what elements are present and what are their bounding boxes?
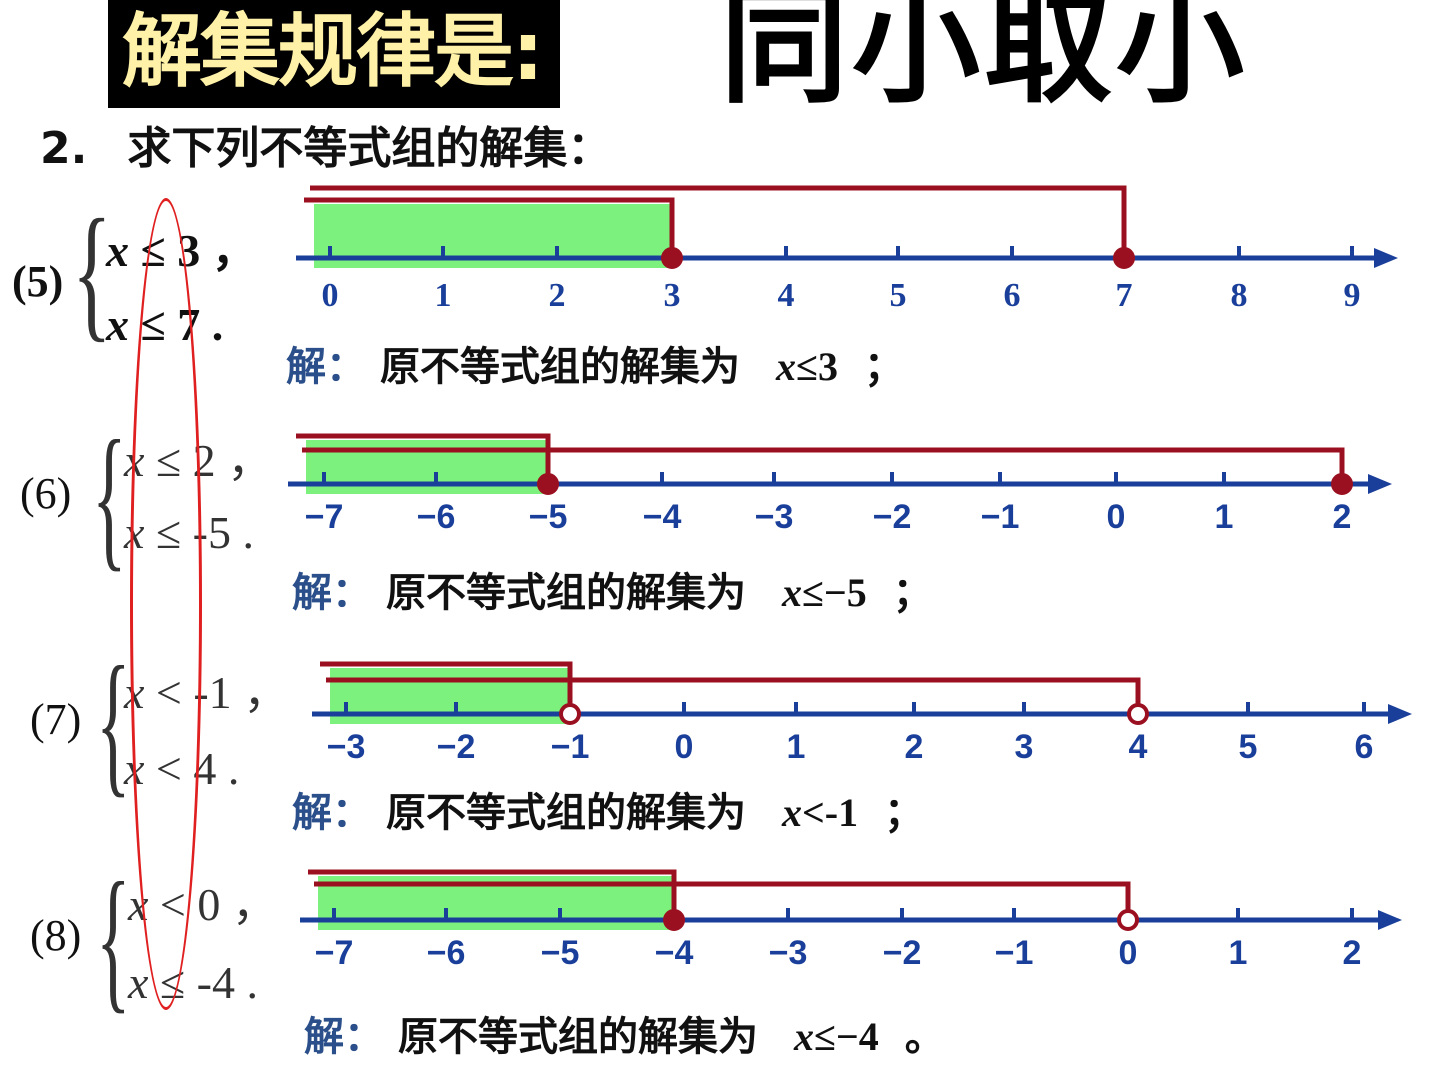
rule-text: 同小取小 <box>720 0 1249 121</box>
tick-label: −7 <box>305 498 344 536</box>
tick-label: −2 <box>883 934 922 972</box>
tick-label: −7 <box>315 934 354 972</box>
tick-label: 3 <box>1015 728 1034 766</box>
rule-banner: 解集规律是: <box>108 0 560 108</box>
tick-label: −2 <box>873 498 912 536</box>
range-bracket <box>326 677 1141 714</box>
closed-endpoint <box>537 473 559 495</box>
tick-label: 2 <box>905 728 924 766</box>
tick-label: 1 <box>1229 934 1248 972</box>
brace-symbol: { <box>96 849 131 1027</box>
range-bracket <box>308 869 677 920</box>
tick-label: 0 <box>1107 498 1126 536</box>
brace-symbol: { <box>92 407 127 585</box>
tick-label: 8 <box>1231 277 1248 314</box>
tick-label: −3 <box>769 934 808 972</box>
tick-label: −4 <box>655 934 694 972</box>
tick-label: 1 <box>1215 498 1234 536</box>
brace-symbol: { <box>96 633 131 811</box>
tick-label: 3 <box>664 277 681 314</box>
tick-label: −3 <box>327 728 366 766</box>
tick-label: 6 <box>1004 277 1021 314</box>
range-bracket <box>310 185 1127 258</box>
question-number: 2. <box>40 123 88 174</box>
open-endpoint <box>559 703 581 725</box>
tick-label: −3 <box>755 498 794 536</box>
closed-endpoint <box>1331 473 1353 495</box>
tick-label: −2 <box>437 728 476 766</box>
problem-label: (8) <box>30 911 82 960</box>
tick-label: 1 <box>787 728 806 766</box>
tick-label: 0 <box>675 728 694 766</box>
question-heading: 2. 求下列不等式组的解集： <box>40 112 611 176</box>
problem-label: (7) <box>30 695 82 744</box>
problem-label: (6) <box>20 469 72 518</box>
tick-label: 0 <box>1119 934 1138 972</box>
tick-label: −5 <box>541 934 580 972</box>
tick-label: −6 <box>427 934 466 972</box>
axis-arrow <box>1374 248 1398 268</box>
tick-label: −4 <box>643 498 682 536</box>
tick-label: 2 <box>1343 934 1362 972</box>
tick-label: 5 <box>890 277 907 314</box>
open-endpoint <box>1117 909 1139 931</box>
problem-label: (5) <box>12 257 64 306</box>
axis-arrow <box>1378 910 1402 930</box>
closed-endpoint <box>663 909 685 931</box>
tick-label: −1 <box>551 728 590 766</box>
range-bracket <box>304 197 675 258</box>
tick-label: 4 <box>778 277 795 314</box>
closed-endpoint <box>1113 247 1135 269</box>
range-bracket <box>296 433 551 484</box>
closed-endpoint <box>661 247 683 269</box>
range-bracket <box>302 447 1345 484</box>
tick-label: 2 <box>549 277 566 314</box>
open-endpoint <box>1127 703 1149 725</box>
brace-symbol: { <box>72 189 112 355</box>
tick-label: −1 <box>995 934 1034 972</box>
tick-label: 1 <box>435 277 452 314</box>
emphasis-oval <box>130 198 202 1010</box>
tick-label: 7 <box>1116 277 1133 314</box>
tick-label: −6 <box>417 498 456 536</box>
axis-arrow <box>1368 474 1392 494</box>
range-bracket <box>320 661 573 714</box>
tick-label: −5 <box>529 498 568 536</box>
tick-label: 4 <box>1129 728 1148 766</box>
tick-label: 9 <box>1344 277 1361 314</box>
tick-label: 2 <box>1333 498 1352 536</box>
range-bracket <box>314 881 1131 920</box>
axis-arrow <box>1388 704 1412 724</box>
tick-label: −1 <box>981 498 1020 536</box>
tick-label: 6 <box>1355 728 1374 766</box>
tick-label: 0 <box>322 277 339 314</box>
tick-label: 5 <box>1239 728 1258 766</box>
question-text: 求下列不等式组的解集： <box>127 123 612 174</box>
